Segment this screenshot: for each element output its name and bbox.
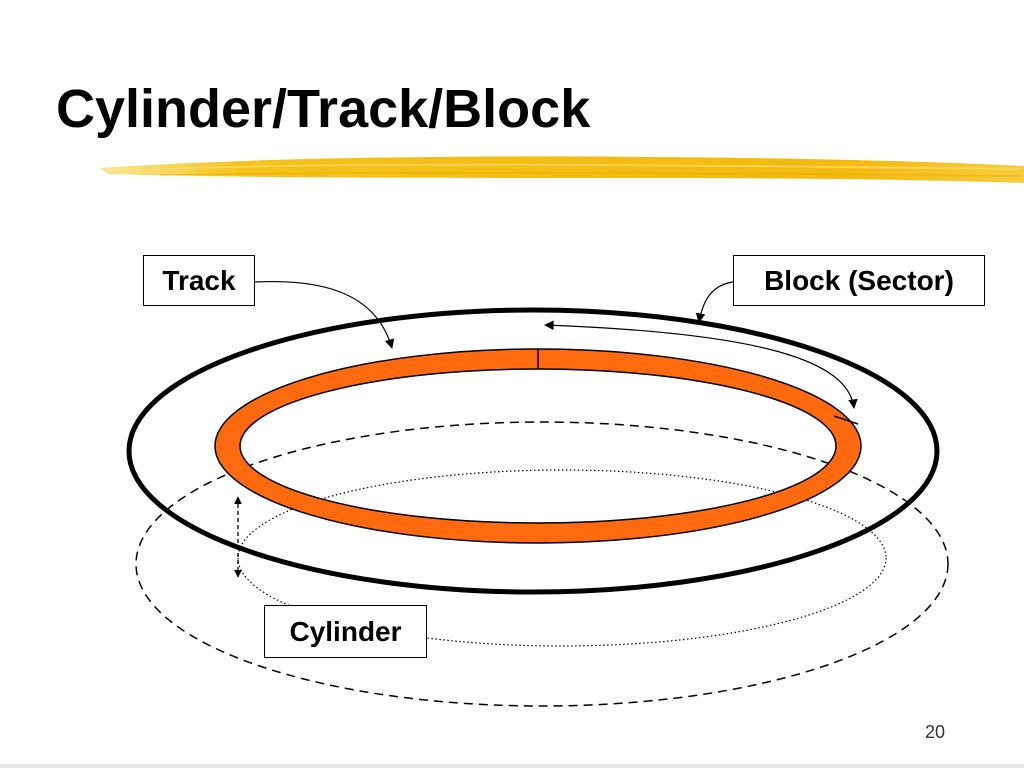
slide-title: Cylinder/Track/Block	[56, 79, 591, 139]
upper-platter-outline	[126, 307, 940, 595]
cylinder-label: Cylinder	[264, 605, 427, 658]
title-underline	[100, 156, 1024, 183]
sector-span-arrow	[544, 320, 858, 409]
track-leader-arrow	[254, 280, 395, 349]
page-number: 20	[925, 722, 946, 742]
track-ring	[214, 348, 862, 544]
block-sector-label: Block (Sector)	[733, 255, 985, 306]
sector-divider	[833, 415, 859, 425]
block-leader-arrow	[695, 281, 734, 323]
track-label: Track	[143, 255, 255, 306]
bottom-divider	[0, 764, 1024, 768]
lower-platter-outline	[135, 421, 949, 707]
